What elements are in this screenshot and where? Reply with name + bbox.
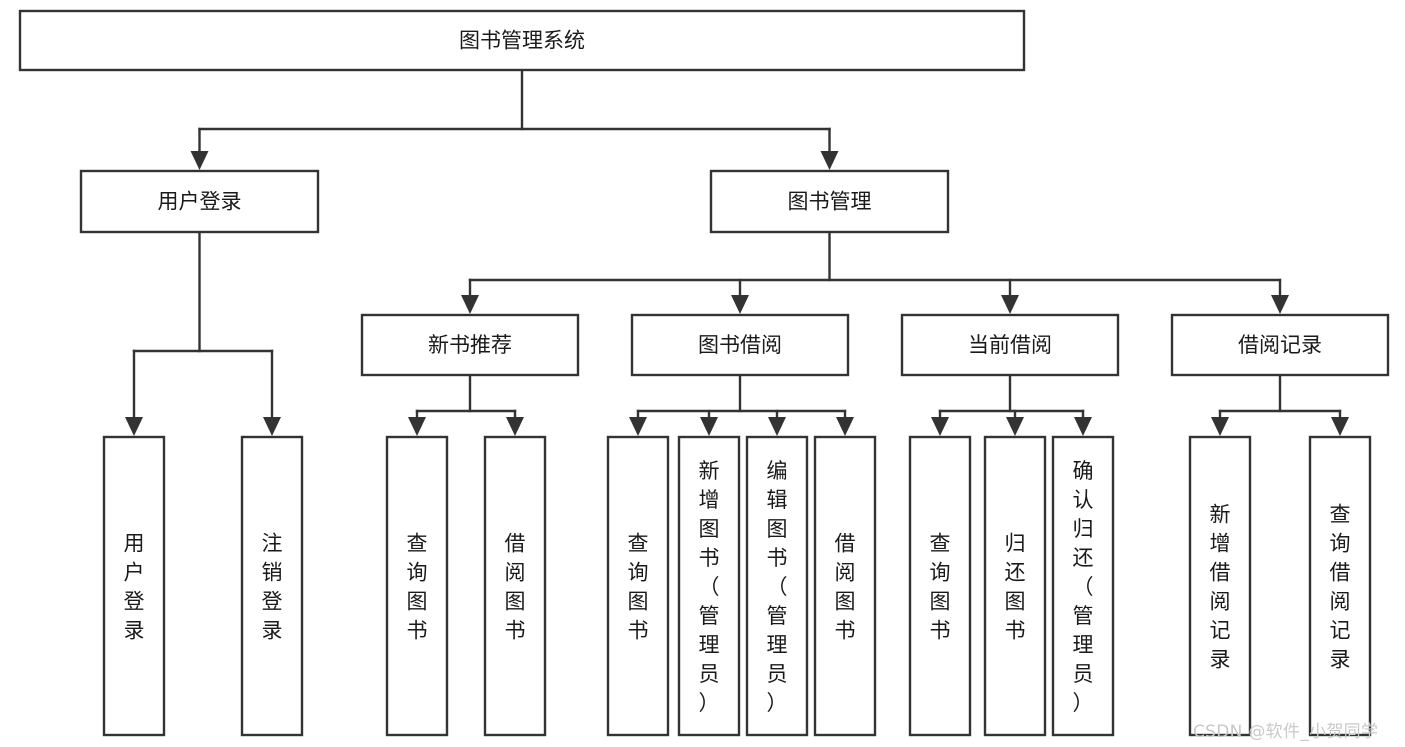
node-label-current-borrow: 当前借阅 <box>968 333 1052 357</box>
node-box-leaf-add-book <box>677 435 741 737</box>
node-label-leaf-edit-book: 编辑图书（管理员） <box>767 459 788 715</box>
arrowhead-leaf-add-record <box>1211 417 1229 436</box>
arrowhead-book-borrow <box>731 295 749 314</box>
node-label-borrow-record: 借阅记录 <box>1238 333 1322 357</box>
arrowhead-leaf-edit-book <box>768 417 786 436</box>
node-label-leaf-add-record: 新增借阅记录 <box>1210 503 1231 672</box>
node-box-new-book-rec <box>360 313 580 377</box>
node-label-root: 图书管理系统 <box>459 29 585 53</box>
arrowhead-leaf-confirm-return <box>1074 417 1092 436</box>
node-root[interactable]: 图书管理系统 <box>18 9 1026 72</box>
node-current-borrow[interactable]: 当前借阅 <box>900 313 1120 377</box>
node-leaf-query-book-2[interactable]: 查询图书 <box>606 435 670 737</box>
arrowhead-current-borrow <box>1001 295 1019 314</box>
node-leaf-query-book-1[interactable]: 查询图书 <box>385 435 449 737</box>
node-label-leaf-borrow-book-1: 借阅图书 <box>505 532 526 643</box>
node-box-leaf-confirm-return <box>1051 435 1115 737</box>
node-label-leaf-query-book-3: 查询图书 <box>930 532 951 643</box>
arrowhead-leaf-add-book <box>700 417 718 436</box>
arrowhead-leaf-return-book <box>1006 417 1024 436</box>
node-box-leaf-borrow-book-2 <box>813 435 877 737</box>
node-box-leaf-query-book-2 <box>606 435 670 737</box>
node-label-leaf-logout: 注销登录 <box>262 532 283 643</box>
arrowhead-leaf-logout <box>263 417 281 436</box>
arrowhead-book-manage <box>820 151 839 170</box>
node-box-leaf-borrow-book-1 <box>483 435 547 737</box>
node-box-root <box>18 9 1026 72</box>
edges-layer <box>125 68 1349 436</box>
node-box-leaf-query-book-3 <box>908 435 972 737</box>
node-leaf-add-book[interactable]: 新增图书（管理员） <box>677 435 741 737</box>
node-box-leaf-user-login <box>102 435 166 737</box>
arrowhead-user-login <box>190 151 209 170</box>
node-label-leaf-user-login: 用户登录 <box>124 532 145 643</box>
node-box-leaf-edit-book <box>745 435 809 737</box>
arrowhead-new-book-rec <box>461 295 479 314</box>
node-borrow-record[interactable]: 借阅记录 <box>1170 313 1390 377</box>
node-leaf-logout[interactable]: 注销登录 <box>240 435 304 737</box>
node-box-leaf-add-record <box>1188 435 1252 737</box>
node-leaf-add-record[interactable]: 新增借阅记录 <box>1188 435 1252 737</box>
node-label-user-login: 用户登录 <box>158 190 242 214</box>
node-leaf-borrow-book-1[interactable]: 借阅图书 <box>483 435 547 737</box>
node-book-manage[interactable]: 图书管理 <box>709 169 950 234</box>
node-label-leaf-confirm-return: 确认归还（管理员） <box>1073 459 1094 715</box>
node-leaf-confirm-return[interactable]: 确认归还（管理员） <box>1051 435 1115 737</box>
arrowhead-borrow-record <box>1271 295 1289 314</box>
arrowhead-leaf-query-record <box>1331 417 1349 436</box>
node-label-leaf-return-book: 归还图书 <box>1005 532 1026 643</box>
node-label-leaf-query-book-2: 查询图书 <box>628 532 649 643</box>
node-label-book-manage: 图书管理 <box>788 190 872 214</box>
node-box-current-borrow <box>900 313 1120 377</box>
node-leaf-borrow-book-2[interactable]: 借阅图书 <box>813 435 877 737</box>
arrowhead-leaf-query-book-1 <box>408 417 426 436</box>
nodes-layer: 图书管理系统用户登录图书管理新书推荐图书借阅当前借阅借阅记录用户登录注销登录查询… <box>18 9 1390 737</box>
node-label-new-book-rec: 新书推荐 <box>428 333 512 357</box>
node-box-leaf-query-record <box>1308 435 1372 737</box>
node-box-user-login <box>79 169 320 234</box>
node-box-book-manage <box>709 169 950 234</box>
node-leaf-query-book-3[interactable]: 查询图书 <box>908 435 972 737</box>
node-box-leaf-query-book-1 <box>385 435 449 737</box>
arrowhead-leaf-user-login <box>125 417 143 436</box>
node-leaf-query-record[interactable]: 查询借阅记录 <box>1308 435 1372 737</box>
node-box-borrow-record <box>1170 313 1390 377</box>
node-label-book-borrow: 图书借阅 <box>698 333 782 357</box>
node-leaf-return-book[interactable]: 归还图书 <box>983 435 1047 737</box>
node-leaf-edit-book[interactable]: 编辑图书（管理员） <box>745 435 809 737</box>
node-label-leaf-query-book-1: 查询图书 <box>407 532 428 643</box>
arrowhead-leaf-query-book-2 <box>629 417 647 436</box>
node-box-leaf-return-book <box>983 435 1047 737</box>
node-label-leaf-query-record: 查询借阅记录 <box>1330 503 1351 672</box>
node-book-borrow[interactable]: 图书借阅 <box>630 313 850 377</box>
node-box-leaf-logout <box>240 435 304 737</box>
arrowhead-leaf-borrow-book-1 <box>506 417 524 436</box>
node-box-book-borrow <box>630 313 850 377</box>
arrowhead-leaf-borrow-book-2 <box>836 417 854 436</box>
node-user-login[interactable]: 用户登录 <box>79 169 320 234</box>
node-leaf-user-login[interactable]: 用户登录 <box>102 435 166 737</box>
node-label-leaf-borrow-book-2: 借阅图书 <box>835 532 856 643</box>
node-new-book-rec[interactable]: 新书推荐 <box>360 313 580 377</box>
node-label-leaf-add-book: 新增图书（管理员） <box>699 459 720 715</box>
arrowhead-leaf-query-book-3 <box>931 417 949 436</box>
